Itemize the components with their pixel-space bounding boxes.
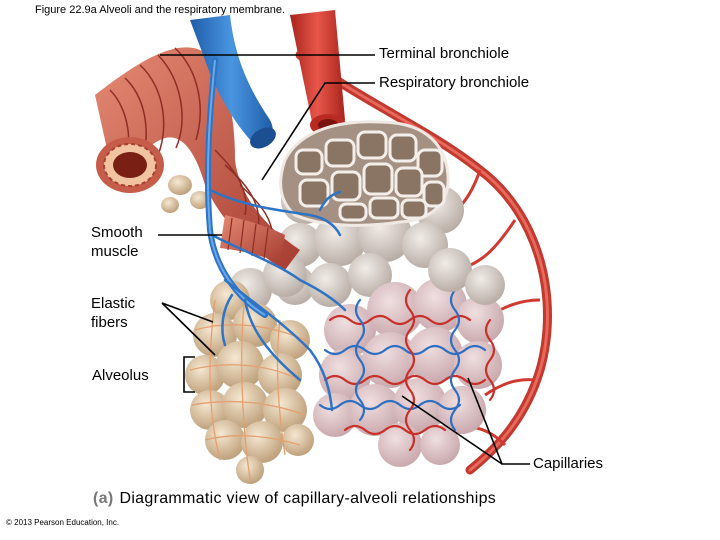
figure-title: Figure 22.9a Alveoli and the respiratory…	[35, 4, 286, 16]
sectioned-alveoli	[279, 120, 450, 227]
caption-tag: (a)	[93, 490, 114, 507]
figure-caption: (a) Diagrammatic view of capillary-alveol…	[93, 490, 496, 508]
leader-respiratory-bronchiole	[261, 82, 375, 181]
artery-cut-end	[290, 10, 346, 136]
leader-capillaries-2	[401, 395, 503, 465]
label-capillaries: Capillaries	[533, 455, 604, 472]
alveolar-cluster-elastic	[185, 280, 314, 484]
alveolar-sac-middle	[228, 248, 505, 312]
copyright-notice: © 2013 Pearson Education, Inc.	[6, 518, 120, 527]
pulmonary-arteriole	[295, 50, 552, 475]
leader-lines	[158, 54, 530, 465]
bronchiole-lumen	[96, 137, 164, 193]
label-elastic-fibers: Elastic fibers	[91, 295, 136, 331]
leader-elastic-fibers	[161, 302, 216, 356]
label-smooth-muscle: Smooth muscle	[91, 224, 143, 260]
pulmonary-venule	[190, 15, 347, 412]
respiratory-bronchiole-segment	[220, 215, 285, 262]
label-respiratory-bronchiole: Respiratory bronchiole	[379, 74, 530, 91]
alveoli-with-capillaries	[313, 278, 504, 467]
label-terminal-bronchiole: Terminal bronchiole	[379, 45, 510, 62]
label-alveolus: Alveolus	[92, 367, 149, 384]
caption-text: Diagrammatic view of capillary-alveoli r…	[119, 490, 497, 507]
leader-alveolus-bracket	[183, 356, 195, 393]
